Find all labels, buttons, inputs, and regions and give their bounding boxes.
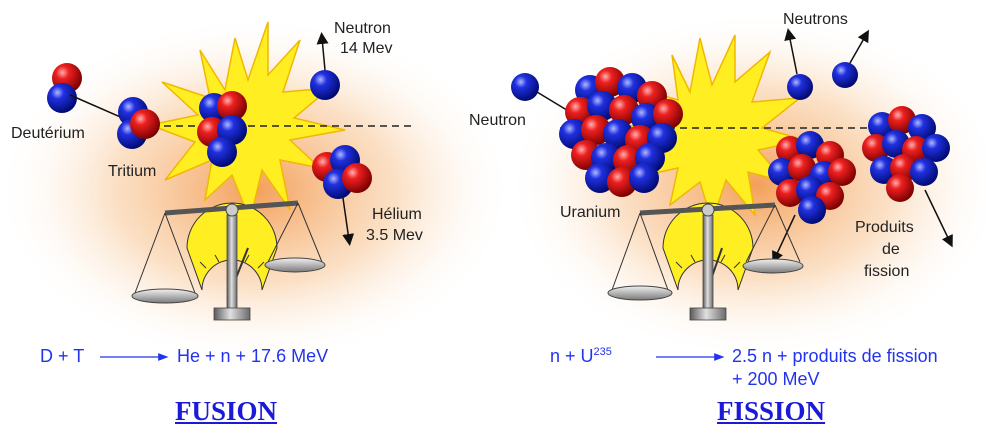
- fission-neutron-2: [832, 62, 858, 88]
- fission-equation-energy: + 200 MeV: [732, 369, 820, 389]
- fission-neutron-1-arrow: [784, 28, 798, 75]
- fission-fragment-lower-arrow: [772, 214, 796, 264]
- fusion-balance-scale: [131, 200, 326, 321]
- products-label-line3: fission: [864, 263, 910, 280]
- tritium-label: Tritium: [108, 163, 157, 180]
- deuterium-nucleus: [47, 63, 82, 113]
- products-label-line2: de: [882, 241, 900, 258]
- fusion-diagram: [47, 21, 415, 321]
- tritium-nucleus: [117, 97, 160, 149]
- helium-arrow: [342, 197, 355, 246]
- helium-label: Hélium: [372, 206, 422, 223]
- fission-fragment-right: [862, 106, 950, 202]
- fission-equation-n-u: n + U: [550, 346, 594, 366]
- fusion-neutron-label: Neutron: [334, 20, 391, 37]
- fission-balance-scale: [607, 202, 804, 321]
- deuterium-label: Deutérium: [11, 125, 85, 142]
- fusion-burst: [147, 21, 346, 223]
- fission-equation-left: n + U235: [550, 346, 612, 368]
- fission-neutron-2-arrow: [849, 29, 869, 64]
- fusion-equation-right: He + n + 17.6 MeV: [177, 346, 329, 366]
- uranium-mass-number: 235: [593, 346, 612, 358]
- fission-fragment-right-arrow: [924, 189, 953, 248]
- fission-neutron-label: Neutron: [469, 112, 526, 129]
- products-label-line1: Produits: [855, 219, 914, 236]
- fusion-neutron-energy-label: 14 Mev: [340, 40, 393, 57]
- uranium-label: Uranium: [560, 204, 621, 221]
- fusion-title-link[interactable]: FUSION: [175, 396, 278, 426]
- fission-neutrons-label: Neutrons: [783, 11, 848, 28]
- fission-equation-right: 2.5 n + produits de fission: [732, 346, 938, 366]
- fission-fragment-lower: [768, 131, 856, 224]
- fission-incoming-neutron: [511, 73, 539, 101]
- fusion-neutron-arrow: [316, 32, 329, 71]
- helium-nucleus: [312, 145, 372, 199]
- fusion-neutron: [310, 70, 340, 100]
- uranium-nucleus: [559, 67, 683, 197]
- fission-diagram: [511, 28, 953, 321]
- fission-title-link[interactable]: FISSION: [717, 396, 826, 426]
- fusion-center-nucleus: [197, 91, 247, 167]
- fusion-equation-left: D + T: [40, 346, 85, 366]
- fission-neutron-1: [787, 74, 813, 100]
- helium-energy-label: 3.5 Mev: [366, 227, 423, 244]
